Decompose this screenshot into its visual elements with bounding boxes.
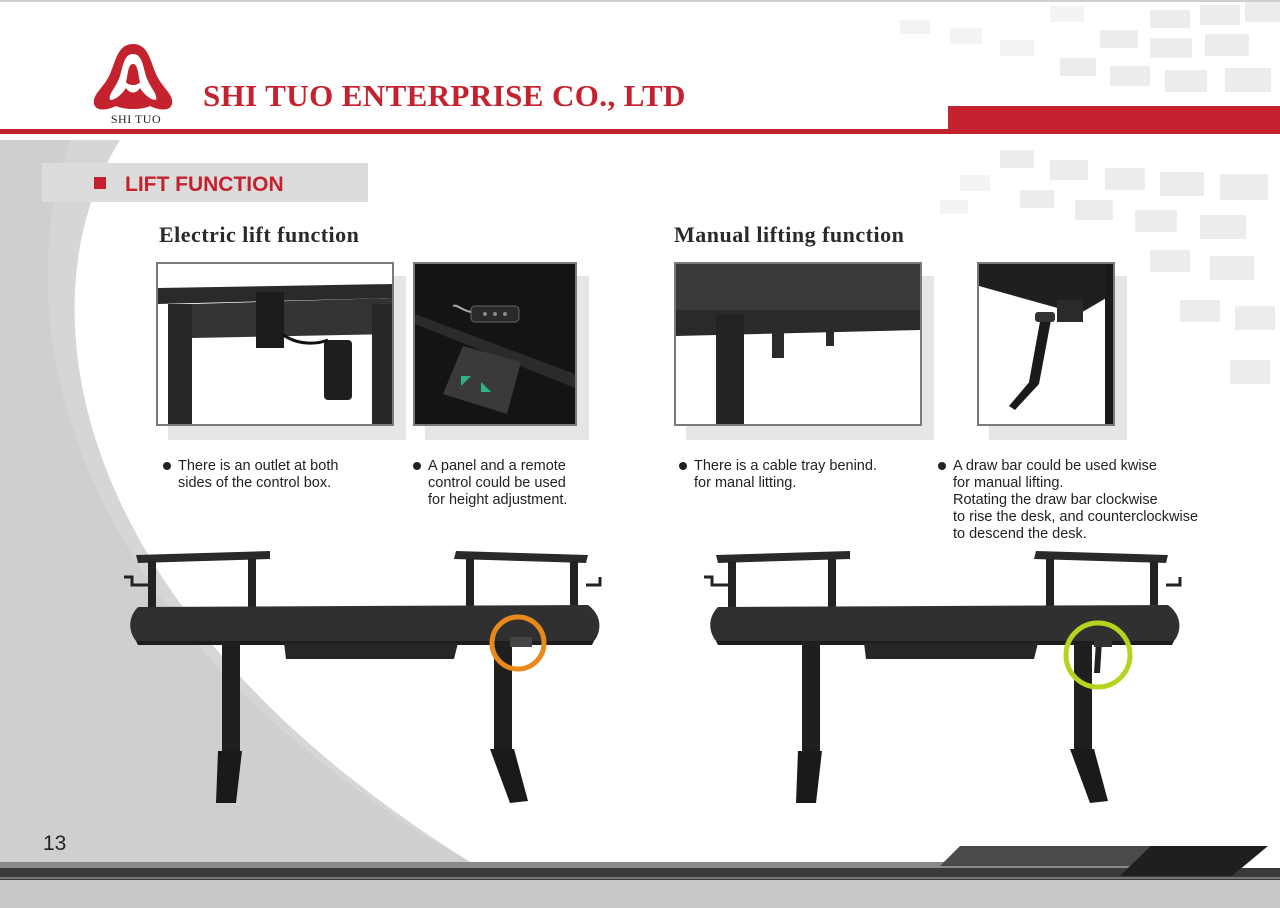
company-name: SHI TUO ENTERPRISE CO., LTD (203, 78, 686, 113)
manual-bullet-1: There is a cable tray benind. for manal … (679, 458, 877, 492)
bullet-dot-icon (163, 462, 171, 470)
desk-manual-illustration (704, 551, 1182, 803)
section-banner: LIFT FUNCTION (42, 163, 368, 202)
page-number: 13 (43, 832, 67, 855)
manual-title: Manual lifting function (674, 222, 905, 247)
electric-bullet-1: There is an outlet at both sides of the … (163, 458, 338, 492)
bullet-dot-icon (938, 462, 946, 470)
bullet-dot-icon (413, 462, 421, 470)
logo-text: SHI TUO (110, 112, 162, 126)
electric-bullet-2: A panel and a remote control could be us… (413, 458, 567, 509)
photo-panel-remote (413, 262, 589, 440)
manual-bullet-2: A draw bar could be used kwise for manua… (938, 458, 1198, 543)
section-title: LIFT FUNCTION (125, 173, 284, 196)
company-logo (93, 44, 173, 110)
section-square-icon (94, 177, 106, 189)
desk-electric-illustration (124, 551, 602, 803)
photo-cable-tray (674, 262, 934, 440)
bullet-dot-icon (679, 462, 687, 470)
photo-control-box (156, 262, 406, 440)
electric-title: Electric lift function (159, 222, 360, 247)
photo-draw-bar (977, 262, 1127, 440)
